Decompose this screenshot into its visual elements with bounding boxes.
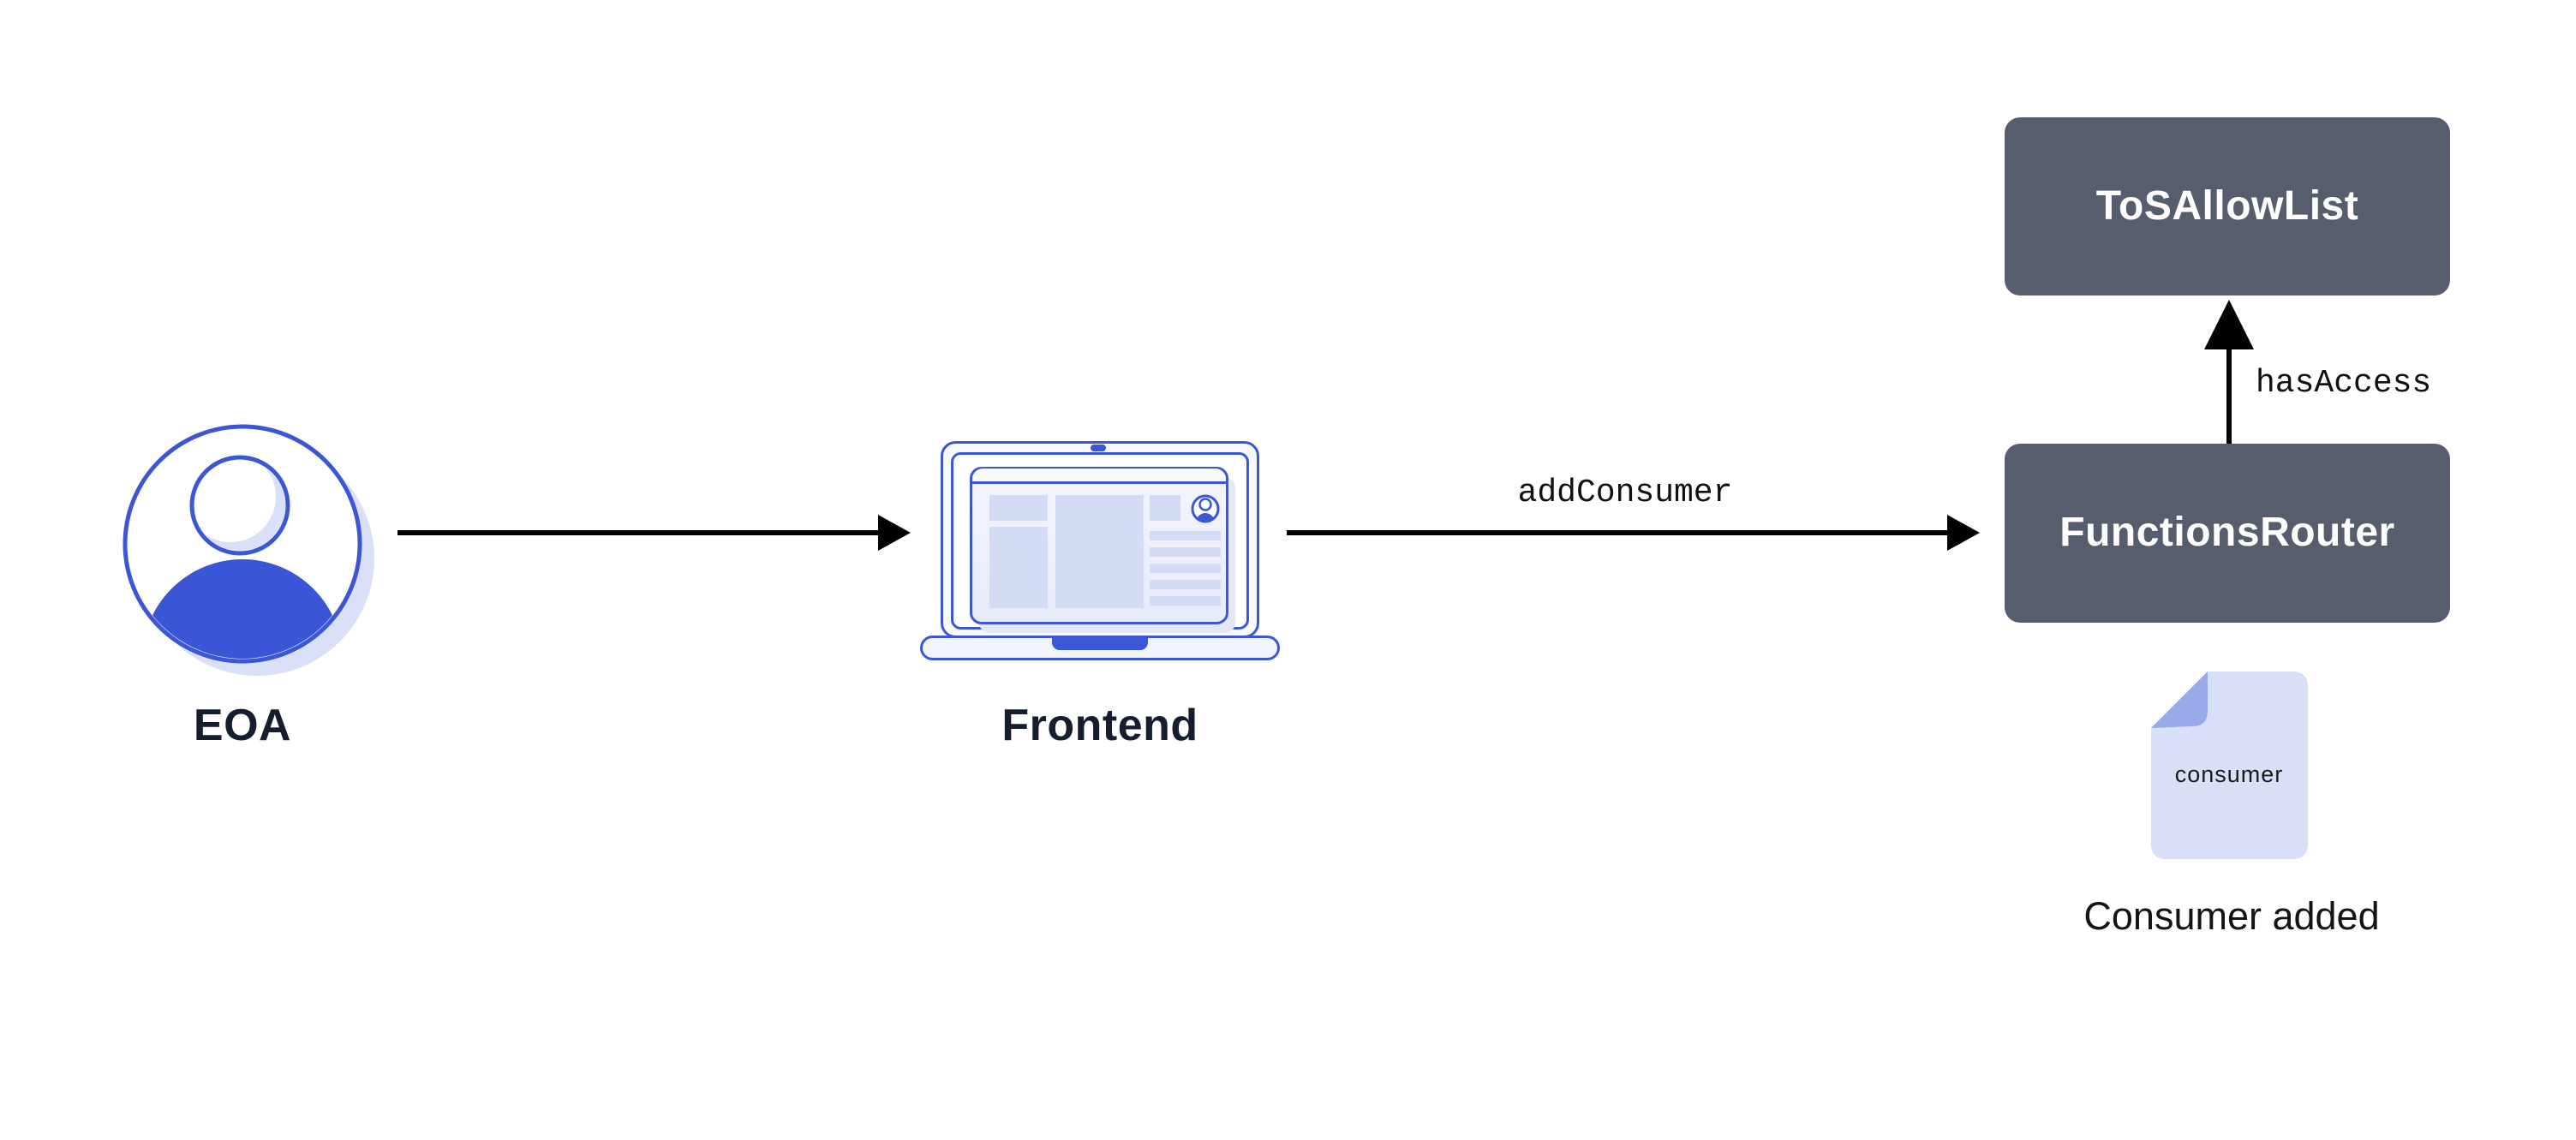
browser-toolbar [973,469,1225,481]
node-tosallowlist: ToSAllowList [2005,117,2450,295]
document-icon: consumer [2151,671,2308,859]
frontend-label: Frontend [1001,701,1198,750]
edge-functionsrouter-tosallowlist-arrowhead [2204,300,2254,349]
tosallowlist-label: ToSAllowList [2095,182,2359,229]
edge-label-hasaccess: hasAccess [2256,365,2432,402]
avatar-head-shading [194,460,285,551]
edge-label-addconsumer: addConsumer [1517,475,1733,511]
edge-eoa-frontend-arrowhead [878,515,911,551]
laptop-webcam [1091,445,1106,451]
edge-frontend-functionsrouter-arrowhead [1947,515,1980,551]
browser-content-blocks [989,495,1221,608]
edge-functionsrouter-tosallowlist-line [2226,347,2232,444]
node-functionsrouter: FunctionsRouter [2005,444,2450,623]
consumer-file-label: consumer [2175,761,2284,787]
avatar-body [142,559,343,659]
avatar-head-ring [189,455,290,556]
edge-frontend-functionsrouter-line [1287,530,1947,535]
laptop-base-notch [1052,638,1148,650]
user-avatar-icon [123,424,374,676]
consumer-added-caption: Consumer added [2083,894,2380,938]
browser-user-avatar-icon [1191,494,1220,523]
laptop-icon [920,441,1280,660]
functionsrouter-label: FunctionsRouter [2059,510,2395,556]
edge-eoa-frontend-line [397,530,878,535]
document-fold-corner [2151,671,2208,728]
eoa-label: EOA [193,701,292,750]
